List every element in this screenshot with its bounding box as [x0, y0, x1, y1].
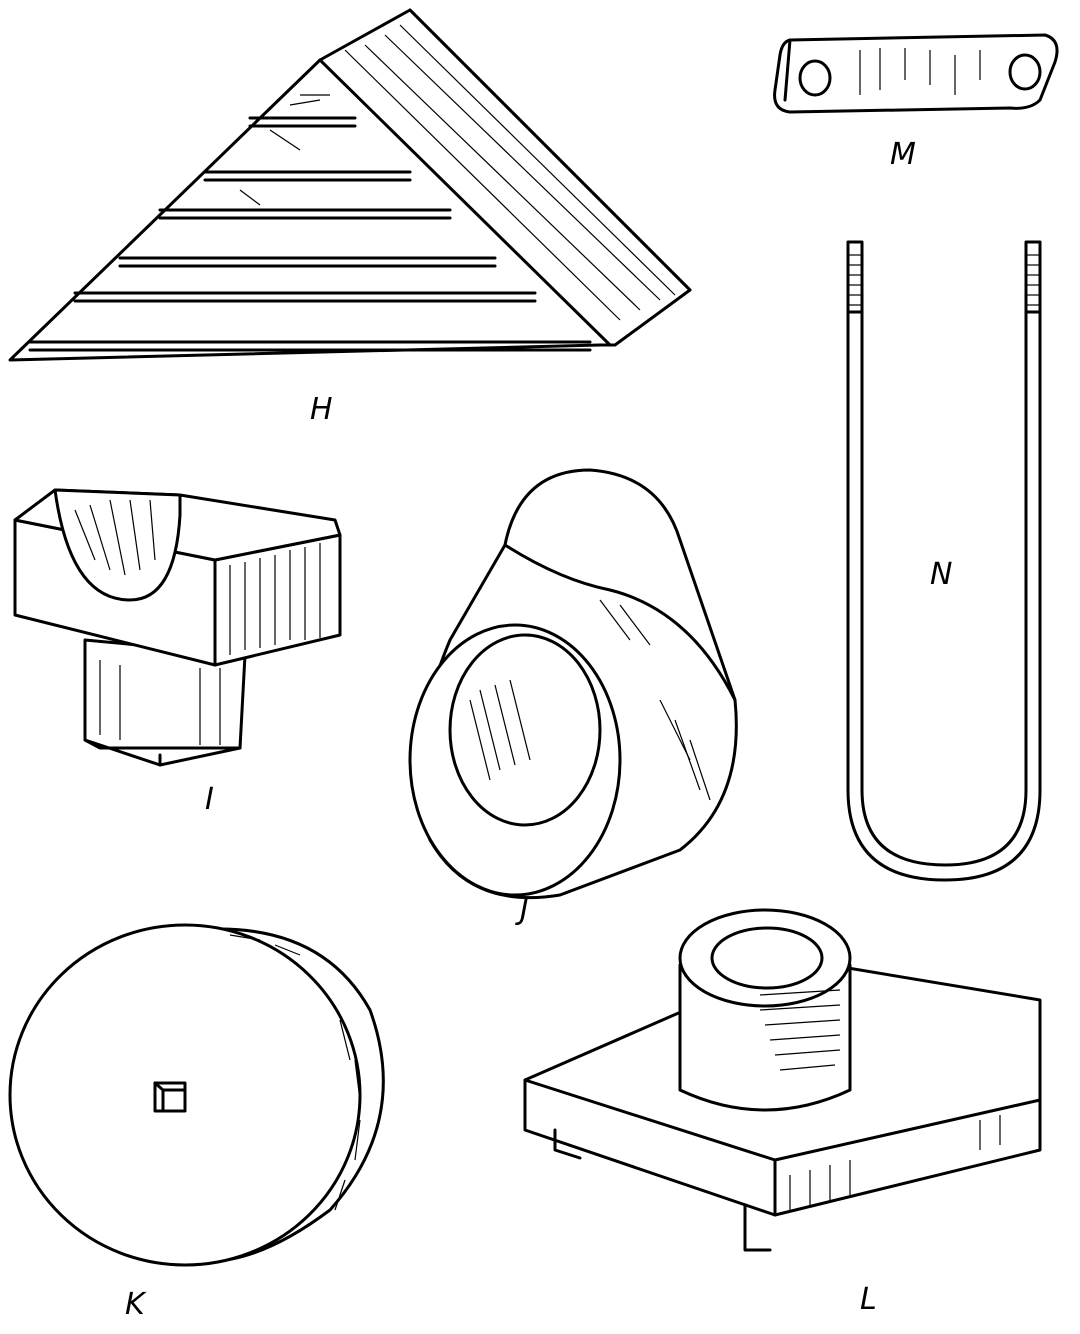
label-h: H [310, 392, 333, 427]
part-k-hatching [229, 934, 361, 1211]
part-j-hatching [469, 599, 711, 801]
part-n-u-bolt [846, 240, 1042, 882]
part-n-thread-left [846, 240, 864, 314]
label-k: K [125, 1287, 145, 1322]
part-l-hatching [759, 989, 1001, 1210]
part-h-slats [28, 116, 592, 352]
part-n-thread-right [1024, 240, 1042, 314]
part-l-base-boss [523, 908, 1042, 1252]
label-m: M [890, 137, 916, 172]
part-m-link-plate [773, 33, 1059, 114]
part-i-hatching [74, 499, 321, 745]
part-k-disc [8, 923, 385, 1267]
label-j: J [520, 892, 529, 927]
part-h-board-hatching [239, 24, 676, 331]
part-j-threaded-collar [408, 468, 738, 900]
part-h-roof-frame [8, 8, 692, 362]
label-l: L [860, 1282, 877, 1317]
part-i-saddle-block [13, 488, 342, 767]
part-n-threads [848, 254, 1040, 306]
label-n: N [930, 557, 953, 592]
label-i: I [205, 782, 214, 817]
part-m-hatching [859, 48, 981, 95]
